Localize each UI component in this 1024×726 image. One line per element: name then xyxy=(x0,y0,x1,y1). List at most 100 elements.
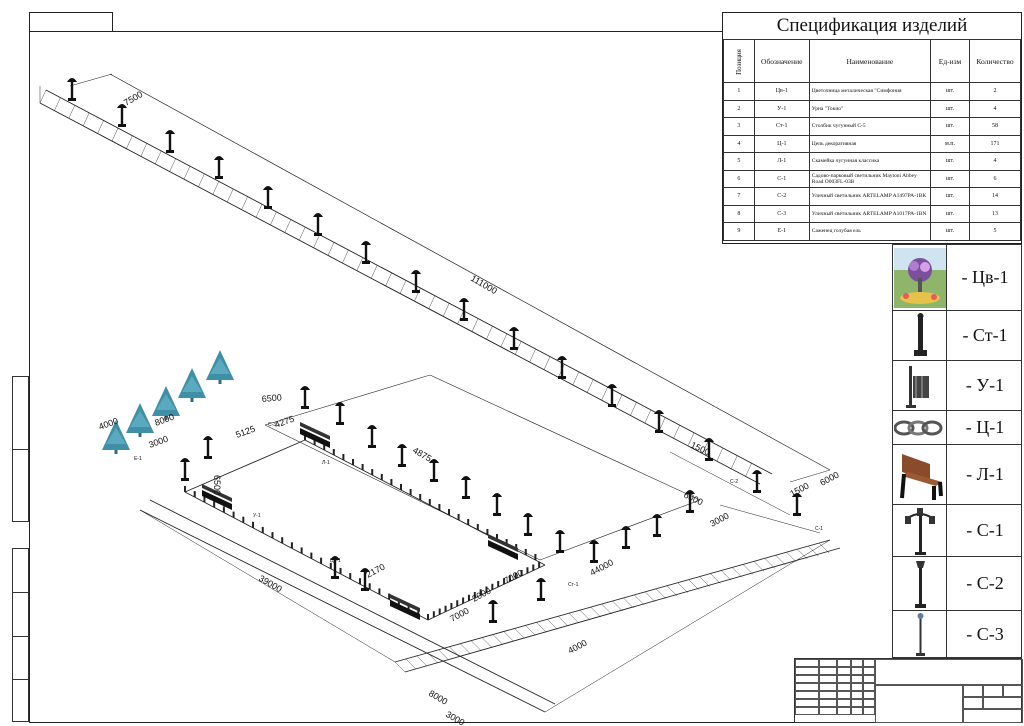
lamp-post-icon xyxy=(607,384,617,407)
bench-icon xyxy=(893,445,947,504)
post-bollard-icon xyxy=(515,544,518,550)
path-tile-line xyxy=(68,105,75,119)
dimension-label: 4275 xyxy=(273,414,295,430)
post-bollard-icon xyxy=(457,514,460,520)
post-bollard-icon xyxy=(252,521,255,528)
dimension-label: 111000 xyxy=(469,273,499,296)
lamp-head xyxy=(459,298,469,302)
lamp-pole xyxy=(558,534,562,552)
dimension-label: 4000 xyxy=(566,638,588,656)
lamp-head xyxy=(621,526,631,530)
post-bollard-icon xyxy=(349,573,352,580)
inner-lawn-edge xyxy=(429,374,701,501)
legend-label: - Ц-1 xyxy=(965,417,1005,437)
lamp-post-icon xyxy=(621,526,631,549)
lamp-pole xyxy=(364,245,368,263)
lamp-base xyxy=(301,406,309,409)
item-tag: Л-1 xyxy=(322,460,330,466)
lamp-base xyxy=(705,458,713,461)
path-tile-line xyxy=(547,619,558,630)
post-bollard-icon xyxy=(534,554,537,560)
post-bollard-icon xyxy=(304,434,306,440)
spec-cell-qty: 171 xyxy=(969,134,1021,153)
lamp-post-icon xyxy=(461,476,471,499)
lamp-head xyxy=(536,578,546,582)
lamp-head xyxy=(263,186,273,190)
lamp-head xyxy=(367,425,377,429)
path-tile-line xyxy=(525,625,536,636)
spec-cell-unit: м.п. xyxy=(930,134,970,153)
post-bollard-icon xyxy=(524,549,527,555)
spec-cell-unit: шт. xyxy=(930,204,970,223)
title-block-cell xyxy=(963,697,983,709)
tree-trunk xyxy=(114,450,118,454)
post-bollard-icon xyxy=(450,603,453,609)
lamp-pole xyxy=(688,494,692,512)
tree-highlight xyxy=(106,428,126,444)
spruce-tree-icon xyxy=(178,368,206,402)
bench-seat xyxy=(300,428,330,448)
spec-cell-unit: шт. xyxy=(930,169,970,188)
lamp-post-icon xyxy=(492,493,502,516)
post-bollard-icon xyxy=(281,537,284,544)
spec-cell-qty: 14 xyxy=(969,187,1021,206)
path-tile-line xyxy=(371,265,378,279)
title-block-cell xyxy=(795,675,819,683)
lamp-base xyxy=(489,620,497,623)
title-block xyxy=(794,658,1023,723)
title-block-cell xyxy=(837,707,851,715)
lamp-post-icon xyxy=(367,425,377,448)
spec-cell-unit: шт. xyxy=(930,187,970,206)
lamp-pole xyxy=(755,474,759,492)
post-bollard-icon xyxy=(320,557,323,564)
dimension-label: 2170 xyxy=(364,562,386,580)
bench-seat xyxy=(488,540,518,560)
title-block-cell xyxy=(837,683,851,691)
tree-highlight xyxy=(130,411,150,427)
post-bollard-icon xyxy=(332,449,335,455)
item-tag: С-2 xyxy=(730,479,738,485)
title-block-cell xyxy=(863,699,875,707)
path-tile-line xyxy=(699,576,710,587)
dimension-label: 2000 xyxy=(470,586,492,604)
lamp-post-icon xyxy=(488,600,498,623)
lamp-head xyxy=(313,213,323,217)
lamp-base xyxy=(412,290,420,293)
lamp-base xyxy=(314,233,322,236)
legend-label: - С-2 xyxy=(966,573,1004,593)
long-path-outer-edge xyxy=(109,73,831,471)
post-bollard-icon xyxy=(232,511,235,518)
path-tile-line xyxy=(764,558,775,569)
post-bollard-icon xyxy=(400,484,402,490)
lamp-head xyxy=(117,104,127,108)
path-tile-line xyxy=(313,234,320,248)
title-block-cell xyxy=(819,699,837,707)
dim-line xyxy=(789,469,831,483)
dim-line xyxy=(669,451,791,516)
path-tile-line xyxy=(666,585,678,596)
title-block-cell xyxy=(819,707,837,715)
lamp-post-icon xyxy=(536,578,546,601)
lamp-base xyxy=(331,576,339,579)
lamp-base xyxy=(590,560,598,563)
title-block-cell xyxy=(837,659,851,667)
post-bollard-icon xyxy=(486,529,489,535)
lamp-base xyxy=(510,347,518,350)
title-block-cell xyxy=(875,659,1023,685)
lamp-pole xyxy=(432,463,436,481)
lamp-pole xyxy=(526,517,530,535)
lamp-pole xyxy=(495,497,499,515)
path-tile-line xyxy=(514,628,525,639)
lamp-pole xyxy=(539,582,543,600)
dimension-label: 3000 xyxy=(708,511,730,529)
post-bollard-icon xyxy=(342,454,345,460)
lamp-head xyxy=(509,327,519,331)
lamp-base xyxy=(537,598,545,601)
lamp-head xyxy=(300,386,310,390)
post-bollard-icon xyxy=(491,583,494,590)
lamp-base xyxy=(655,430,663,433)
title-block-cell xyxy=(863,675,875,683)
path-tile-line xyxy=(394,661,406,673)
